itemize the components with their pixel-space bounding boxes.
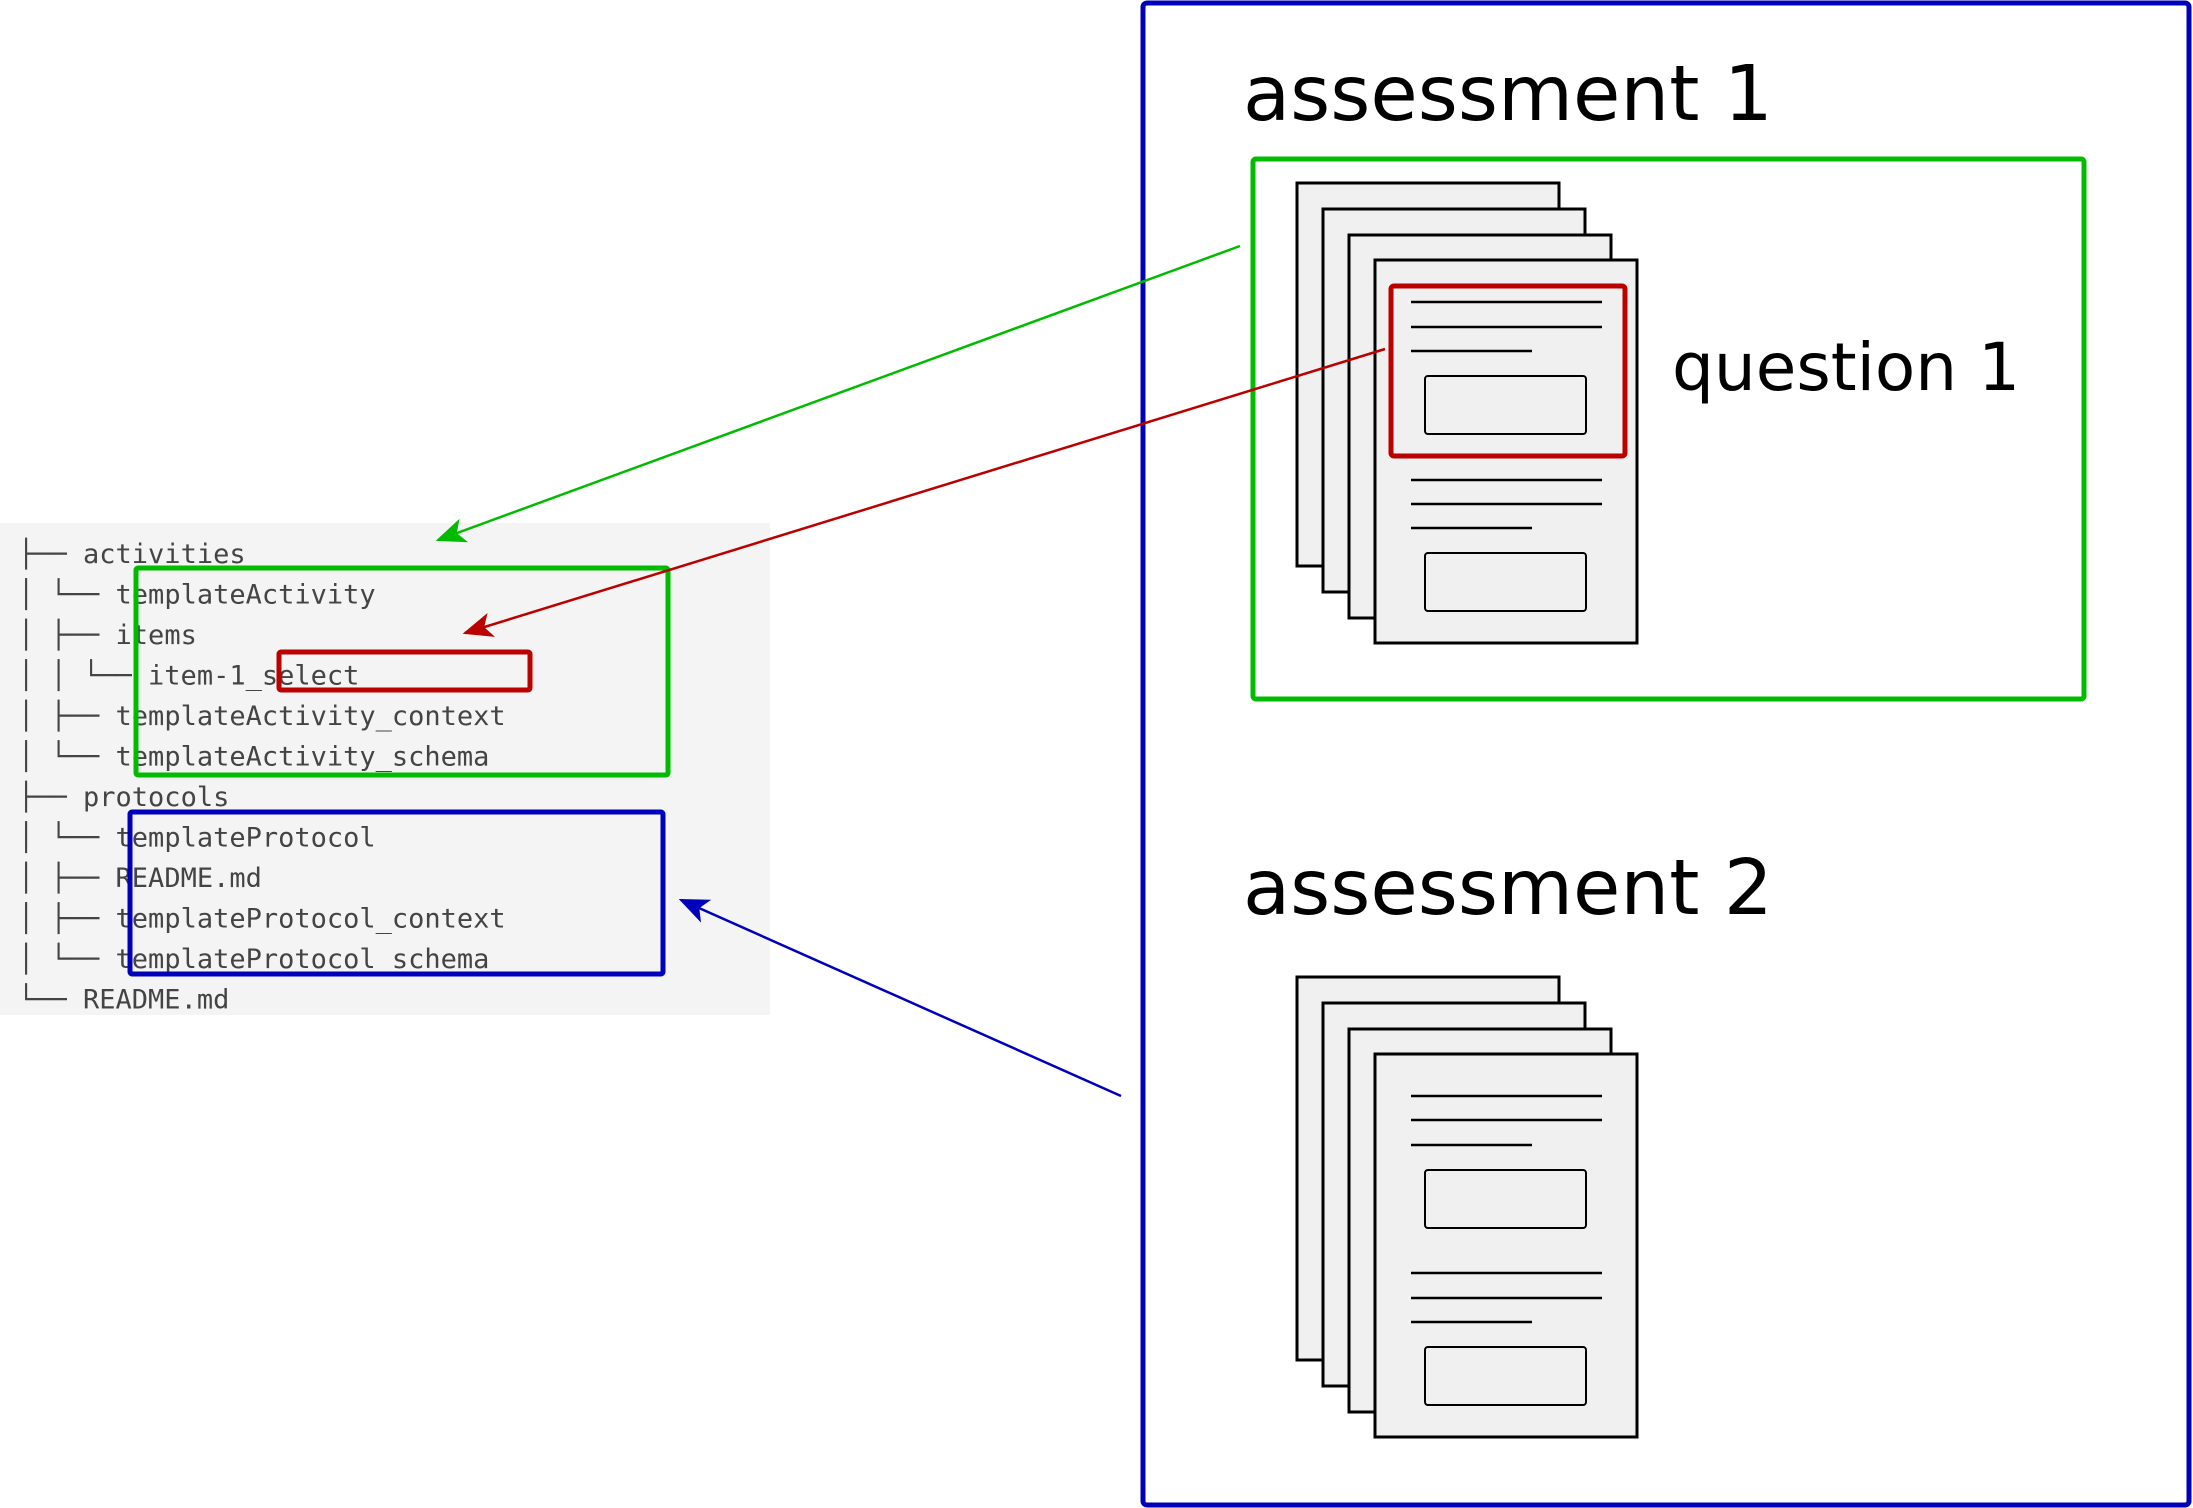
tree-branch: │ └── bbox=[18, 821, 116, 854]
tree-branch: │ └── bbox=[18, 578, 116, 611]
tree-line: ├── activities bbox=[18, 537, 246, 570]
tree-entry-name[interactable]: protocols bbox=[83, 782, 229, 813]
tree-branch: │ │ └── bbox=[18, 659, 148, 692]
protocol-mapping-arrow bbox=[678, 898, 1122, 1098]
tree-line: │ └── templateActivity bbox=[18, 578, 376, 611]
tree-entry-name[interactable]: templateActivity_context bbox=[116, 701, 506, 732]
activity-folder-highlight bbox=[133, 565, 671, 778]
tree-entry-name[interactable]: templateProtocol_context bbox=[116, 904, 506, 935]
tree-line: │ ├── README.md bbox=[18, 861, 262, 894]
protocol-folder-highlight bbox=[127, 809, 666, 977]
tree-line: │ ├── templateProtocol_context bbox=[18, 902, 506, 935]
tree-entry-name[interactable]: items bbox=[116, 620, 197, 651]
tree-branch: │ ├── bbox=[18, 902, 116, 935]
activity-mapping-arrow bbox=[435, 244, 1241, 543]
file-tree: ├── activities│ └── templateActivity│ ├─… bbox=[18, 537, 506, 1016]
item-mapping-arrow bbox=[462, 347, 1386, 637]
tree-branch: │ ├── bbox=[18, 861, 116, 894]
tree-branch: ├── bbox=[18, 537, 83, 570]
tree-entry-name[interactable]: templateProtocol bbox=[116, 823, 376, 854]
question-1-highlight bbox=[1388, 283, 1628, 459]
tree-line: │ ├── templateActivity_context bbox=[18, 699, 506, 732]
tree-entry-name[interactable]: templateActivity bbox=[116, 580, 376, 611]
question-1-label: question 1 bbox=[1672, 329, 2020, 406]
assessment-1-box bbox=[1250, 156, 2087, 702]
assessment-1-page-stack bbox=[1295, 181, 1639, 645]
tree-entry-name[interactable]: templateProtocol_schema bbox=[116, 944, 490, 975]
tree-line: │ └── templateProtocol bbox=[18, 821, 376, 854]
assessment-1-title: assessment 1 bbox=[1243, 50, 1773, 139]
tree-line: │ │ └── item-1_select bbox=[18, 659, 359, 692]
tree-line: └── README.md bbox=[18, 983, 229, 1016]
item-file-highlight bbox=[276, 649, 533, 693]
assessment-2-title: assessment 2 bbox=[1243, 844, 1773, 933]
tree-line: │ └── templateProtocol_schema bbox=[18, 942, 489, 975]
tree-entry-name[interactable]: templateActivity_schema bbox=[116, 742, 490, 773]
tree-line: │ └── templateActivity_schema bbox=[18, 740, 489, 773]
protocol-box bbox=[1140, 0, 2192, 1508]
tree-branch: │ ├── bbox=[18, 699, 116, 732]
tree-entry-name[interactable]: README.md bbox=[83, 985, 229, 1016]
tree-line: ├── protocols bbox=[18, 780, 229, 813]
tree-branch: │ └── bbox=[18, 942, 116, 975]
tree-entry-name[interactable]: item-1_select bbox=[148, 661, 359, 692]
tree-branch: │ └── bbox=[18, 740, 116, 773]
assessment-2-page-stack bbox=[1295, 975, 1639, 1439]
tree-branch: │ ├── bbox=[18, 618, 116, 651]
tree-entry-name[interactable]: README.md bbox=[116, 863, 262, 894]
tree-branch: ├── bbox=[18, 780, 83, 813]
tree-line: │ ├── items bbox=[18, 618, 197, 651]
tree-entry-name[interactable]: activities bbox=[83, 539, 246, 570]
tree-branch: └── bbox=[18, 983, 83, 1016]
